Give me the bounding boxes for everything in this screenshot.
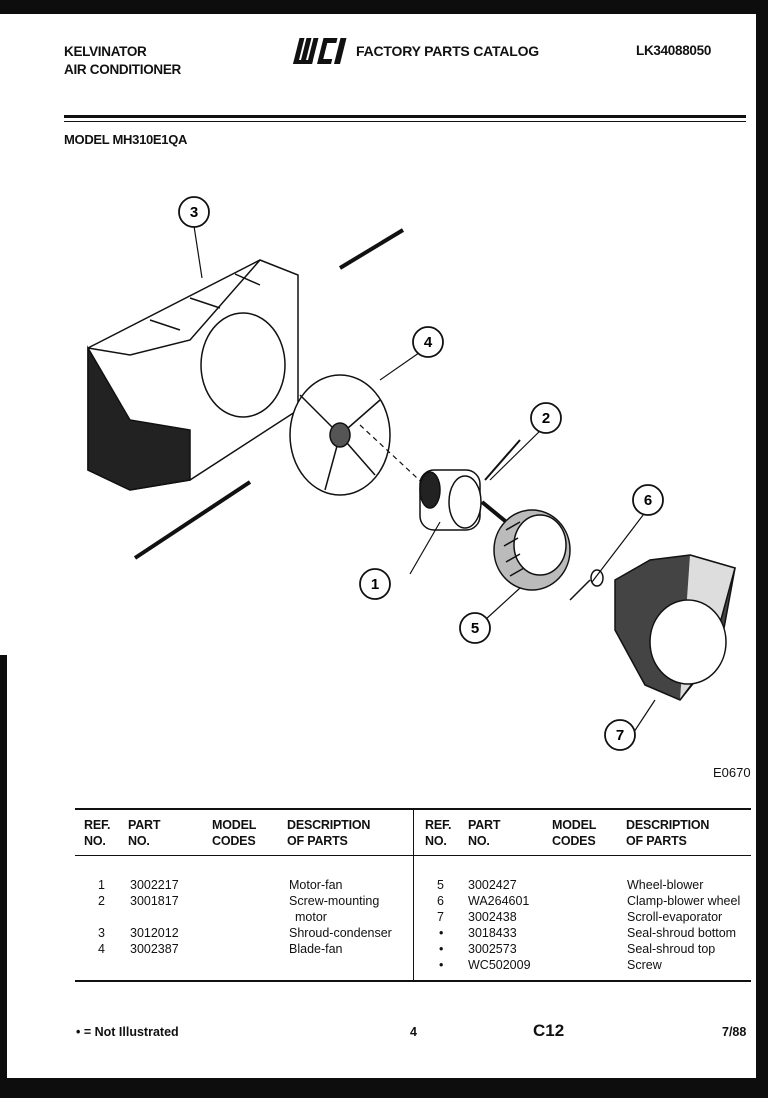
scan-edge-left xyxy=(0,655,7,1098)
fan-blade-drawing xyxy=(289,374,391,496)
parts-list-right: 5 3002427 Wheel-blower 6 WA264601 Clamp-… xyxy=(425,877,750,973)
not-illustrated-legend: • = Not Illustrated xyxy=(76,1025,179,1039)
svg-text:3: 3 xyxy=(190,204,198,221)
wci-logo xyxy=(293,38,347,64)
svg-text:4: 4 xyxy=(424,334,433,351)
svg-text:2: 2 xyxy=(542,410,550,427)
scan-edge-bottom xyxy=(0,1078,768,1098)
brand-name: KELVINATOR xyxy=(64,44,147,59)
callout-markers: 3 4 2 6 1 5 7 xyxy=(178,196,664,751)
header-rule-thin xyxy=(64,121,746,122)
scan-edge-top xyxy=(0,0,768,14)
table-bottom-rule xyxy=(75,980,751,982)
seal-bottom-drawing xyxy=(133,480,252,560)
header-ref-right: REF.NO. xyxy=(425,818,452,848)
table-row: • 3002573 Seal-shroud top xyxy=(439,942,716,956)
callout-5: 5 xyxy=(459,612,491,644)
mounting-screw-drawing xyxy=(484,439,521,481)
motor-drawing xyxy=(419,469,512,531)
table-row: 1 3002217 Motor-fan xyxy=(98,878,343,892)
callout-7: 7 xyxy=(604,719,636,751)
exploded-parts-diagram: 3 4 2 6 1 5 7 xyxy=(87,196,736,751)
callout-4: 4 xyxy=(412,326,444,358)
callout-2: 2 xyxy=(530,402,562,434)
svg-text:1: 1 xyxy=(371,576,379,593)
condenser-shroud-drawing xyxy=(87,259,299,491)
table-row: • 3018433 Seal-shroud bottom xyxy=(439,926,737,940)
table-row: 6 WA264601 Clamp-blower wheel xyxy=(437,894,741,908)
table-row: 7 3002438 Scroll-evaporator xyxy=(437,910,723,924)
svg-text:7: 7 xyxy=(616,727,624,744)
svg-text:6: 6 xyxy=(644,492,652,509)
seal-top-drawing xyxy=(338,228,405,270)
footer-number: 4 xyxy=(410,1025,417,1039)
model-number: MODEL MH310E1QA xyxy=(64,132,188,147)
header-ref-left: REF.NO. xyxy=(84,818,111,848)
figure-code: E0670 xyxy=(713,765,751,780)
table-row: 5 3002427 Wheel-blower xyxy=(437,878,704,892)
callout-1: 1 xyxy=(359,568,391,600)
table-row: motor xyxy=(295,910,327,924)
table-column-divider xyxy=(413,809,414,980)
page-code: C12 xyxy=(533,1021,565,1040)
brand-block: KELVINATOR AIR CONDITIONER xyxy=(64,43,264,79)
blower-wheel-drawing xyxy=(493,509,571,591)
scroll-evaporator-drawing xyxy=(614,554,736,701)
callout-3: 3 xyxy=(178,196,210,228)
catalog-title: FACTORY PARTS CATALOG xyxy=(356,43,539,59)
callout-6: 6 xyxy=(632,484,664,516)
table-row: 4 3002387 Blade-fan xyxy=(98,942,343,956)
table-row: • WC502009 Screw xyxy=(439,958,662,972)
scan-edge-right xyxy=(756,0,768,1098)
table-row: 2 3001817 Screw-mounting xyxy=(98,894,380,908)
header-rule xyxy=(64,115,746,118)
document-number: LK34088050 xyxy=(636,43,712,58)
product-type: AIR CONDITIONER xyxy=(64,62,182,77)
clamp-drawing xyxy=(569,569,604,601)
table-row: 3 3012012 Shroud-condenser xyxy=(98,926,392,940)
svg-text:5: 5 xyxy=(471,620,479,637)
parts-list-left: 1 3002217 Motor-fan 2 3001817 Screw-moun… xyxy=(84,877,404,957)
issue-date: 7/88 xyxy=(722,1025,747,1039)
